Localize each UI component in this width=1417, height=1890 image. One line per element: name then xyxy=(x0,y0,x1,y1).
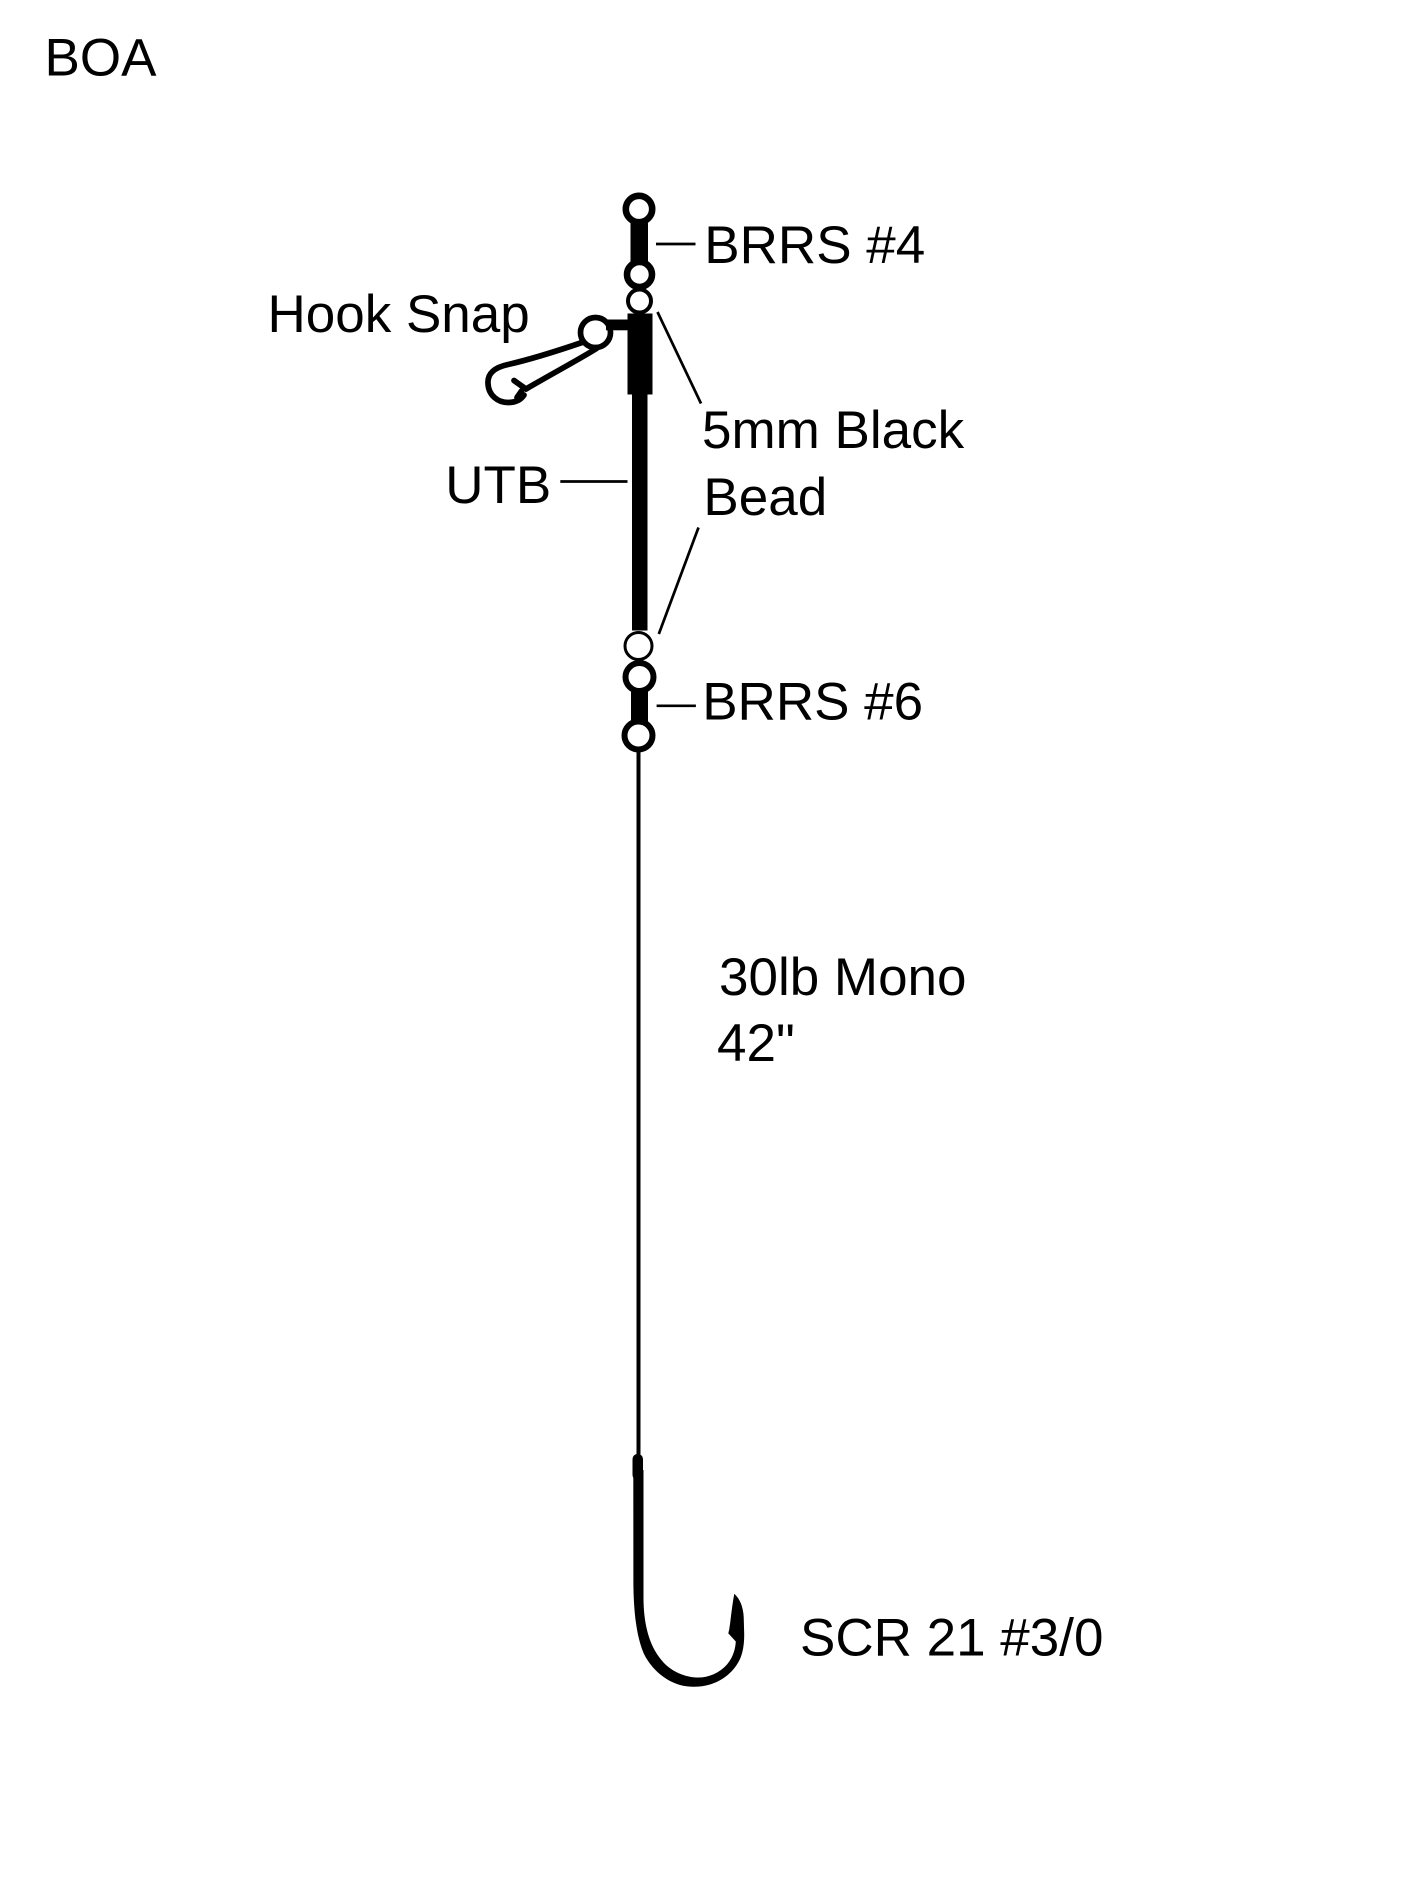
svg-text:BRRS #4: BRRS #4 xyxy=(704,216,925,275)
svg-text:30lb Mono: 30lb Mono xyxy=(719,948,967,1007)
svg-text:Hook Snap: Hook Snap xyxy=(268,285,530,344)
svg-text:SCR 21 #3/0: SCR 21 #3/0 xyxy=(800,1609,1103,1668)
svg-text:Bead: Bead xyxy=(703,468,827,527)
svg-text:BOA: BOA xyxy=(45,29,158,88)
svg-text:42": 42" xyxy=(717,1014,795,1073)
svg-text:5mm Black: 5mm Black xyxy=(702,401,965,460)
svg-text:BRRS #6: BRRS #6 xyxy=(702,673,923,732)
svg-text:UTB: UTB xyxy=(445,456,551,515)
